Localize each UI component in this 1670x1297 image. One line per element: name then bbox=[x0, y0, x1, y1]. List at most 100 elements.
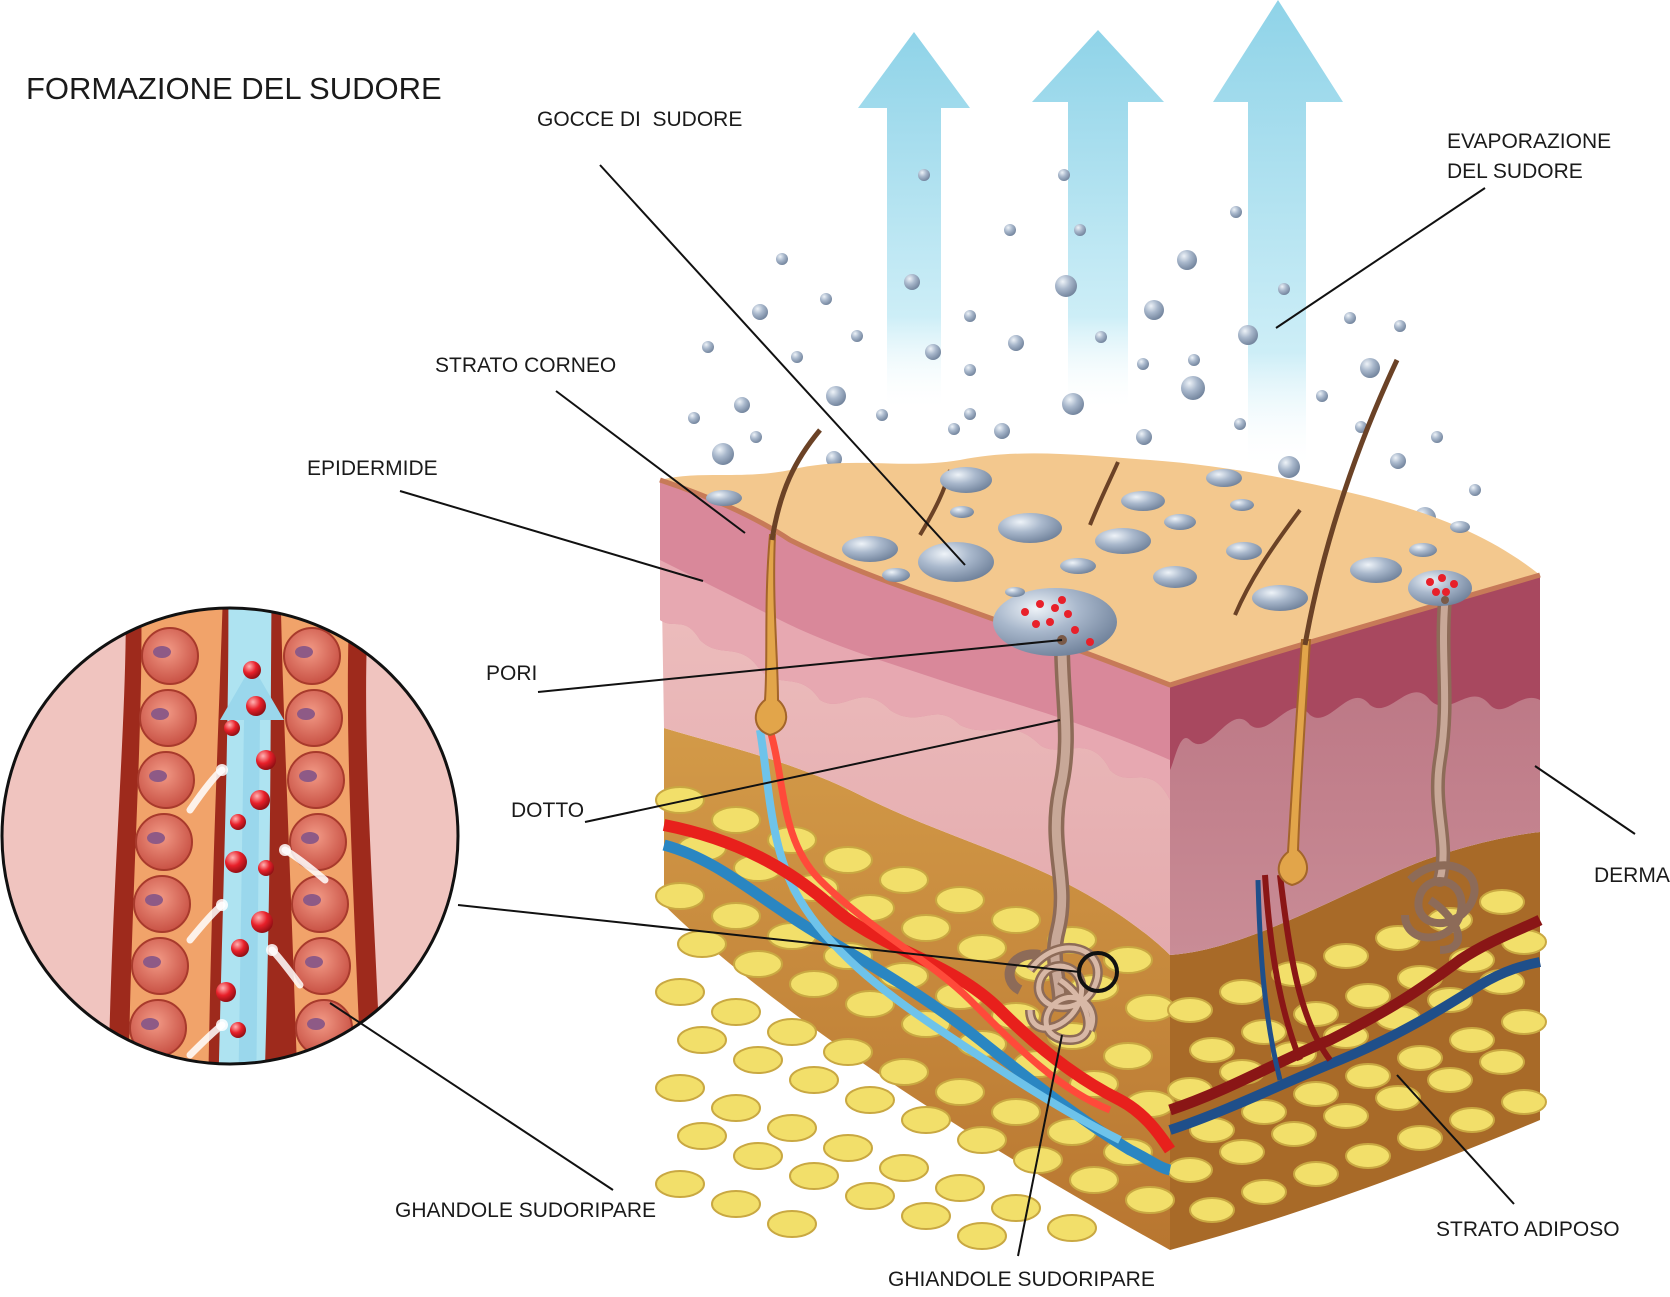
floating-droplet bbox=[1058, 169, 1070, 181]
label-evaporation-line1: EVAPORAZIONE bbox=[1447, 130, 1611, 153]
cell-nucleus bbox=[147, 832, 165, 844]
pore-particle bbox=[1450, 580, 1458, 588]
surface-droplet bbox=[918, 542, 994, 582]
fat-cell bbox=[1397, 1045, 1443, 1071]
surface-droplet bbox=[1060, 558, 1096, 574]
label-duct: DOTTO bbox=[511, 799, 584, 822]
floating-droplet bbox=[1008, 335, 1024, 351]
flow-arrow-head bbox=[266, 944, 278, 956]
epithelial-cell bbox=[287, 751, 345, 809]
fat-cell bbox=[1427, 1067, 1473, 1093]
epithelial-cell bbox=[137, 751, 195, 809]
epithelial-cell bbox=[135, 813, 193, 871]
fat-cell bbox=[845, 1086, 895, 1114]
fat-cell bbox=[655, 978, 705, 1006]
pore-particle bbox=[1071, 626, 1079, 634]
floating-droplet bbox=[1188, 354, 1200, 366]
label-fat-layer: STRATO ADIPOSO bbox=[1436, 1218, 1620, 1241]
vein-front bbox=[662, 839, 1172, 1176]
leader-lines bbox=[329, 164, 1636, 1257]
cell-nucleus bbox=[151, 708, 169, 720]
surface-droplet bbox=[1164, 514, 1196, 530]
floating-droplet bbox=[1137, 358, 1149, 370]
pore-particle bbox=[1051, 604, 1059, 612]
cell-nucleus bbox=[301, 832, 319, 844]
leader-sweat-drops bbox=[599, 164, 966, 566]
floating-droplet bbox=[1062, 393, 1084, 415]
floating-droplet bbox=[791, 351, 803, 363]
surface-droplet bbox=[706, 490, 742, 506]
fat-cell bbox=[935, 886, 985, 914]
surface-droplet bbox=[1095, 528, 1151, 554]
artery-side bbox=[1168, 915, 1543, 1116]
epithelial-cell bbox=[131, 937, 189, 995]
epithelial-cell bbox=[129, 999, 187, 1057]
surface-droplet bbox=[1450, 521, 1470, 533]
artery-front-2 bbox=[766, 728, 1112, 1114]
pore-particle bbox=[1438, 574, 1446, 582]
cell-nucleus bbox=[303, 894, 321, 906]
label-epidermis: EPIDERMIDE bbox=[307, 457, 438, 480]
floating-droplet bbox=[826, 451, 842, 467]
floating-droplet bbox=[1055, 275, 1077, 297]
vein-side bbox=[1168, 957, 1541, 1135]
sweat-gland-coil-side bbox=[1401, 861, 1479, 954]
surface-droplet bbox=[842, 536, 898, 562]
floating-droplet bbox=[918, 169, 930, 181]
fat-cell bbox=[1219, 1139, 1265, 1165]
fat-cell bbox=[655, 882, 705, 910]
sweat-particle bbox=[251, 911, 273, 933]
pore-particle bbox=[1058, 596, 1066, 604]
floating-droplet bbox=[964, 310, 976, 322]
pore-particle bbox=[1442, 588, 1450, 596]
inset-sweat-particles bbox=[216, 661, 276, 1038]
epidermis-front-inner bbox=[660, 560, 1170, 800]
fat-cell bbox=[1241, 1019, 1287, 1045]
evaporation-arrow-2 bbox=[1032, 30, 1164, 412]
inset-magnified-gland bbox=[0, 606, 460, 1066]
capillary-side-blue bbox=[1255, 879, 1283, 1081]
fat-cell bbox=[1047, 1214, 1097, 1242]
fat-cell bbox=[957, 1222, 1007, 1250]
evaporation-arrow-3 bbox=[1213, 0, 1343, 470]
leader-glands-main bbox=[1017, 1034, 1063, 1257]
fat-cell bbox=[901, 1106, 951, 1134]
fat-cell bbox=[991, 1098, 1041, 1126]
cell-nucleus bbox=[145, 894, 163, 906]
surface-droplet bbox=[1230, 499, 1254, 511]
fat-cell bbox=[1345, 983, 1391, 1009]
cell-nucleus bbox=[305, 956, 323, 968]
fat-cell bbox=[1375, 1085, 1421, 1111]
floating-droplet bbox=[712, 443, 734, 465]
label-evaporation-line2: DEL SUDORE bbox=[1447, 160, 1583, 183]
hair-surface-2 bbox=[1088, 461, 1120, 526]
floating-droplet bbox=[1344, 312, 1356, 324]
cell-nucleus bbox=[295, 646, 313, 658]
floating-droplet bbox=[994, 423, 1010, 439]
leader-zoom bbox=[457, 904, 1081, 973]
floating-droplet bbox=[1360, 358, 1380, 378]
fat-cell bbox=[957, 934, 1007, 962]
fat-cell bbox=[767, 1018, 817, 1046]
fat-cell bbox=[1323, 943, 1369, 969]
fat-cell bbox=[655, 1170, 705, 1198]
floating-droplet bbox=[1431, 431, 1443, 443]
fat-cell bbox=[1125, 1186, 1175, 1214]
epithelial-cell bbox=[291, 875, 349, 933]
fat-cell bbox=[1345, 1063, 1391, 1089]
floating-droplet bbox=[925, 344, 941, 360]
cell-nucleus bbox=[149, 770, 167, 782]
sweat-particle bbox=[231, 939, 249, 957]
cell-nucleus bbox=[143, 956, 161, 968]
fat-cell bbox=[1449, 1027, 1495, 1053]
floating-droplet bbox=[750, 431, 762, 443]
fat-cell bbox=[733, 1046, 783, 1074]
surface-droplet bbox=[940, 467, 992, 493]
surface-droplet bbox=[1005, 587, 1025, 597]
inset-flow-arrows bbox=[186, 764, 329, 1059]
fat-cell bbox=[1125, 994, 1175, 1022]
blood-vessels bbox=[662, 728, 1543, 1176]
fat-cell bbox=[901, 1202, 951, 1230]
